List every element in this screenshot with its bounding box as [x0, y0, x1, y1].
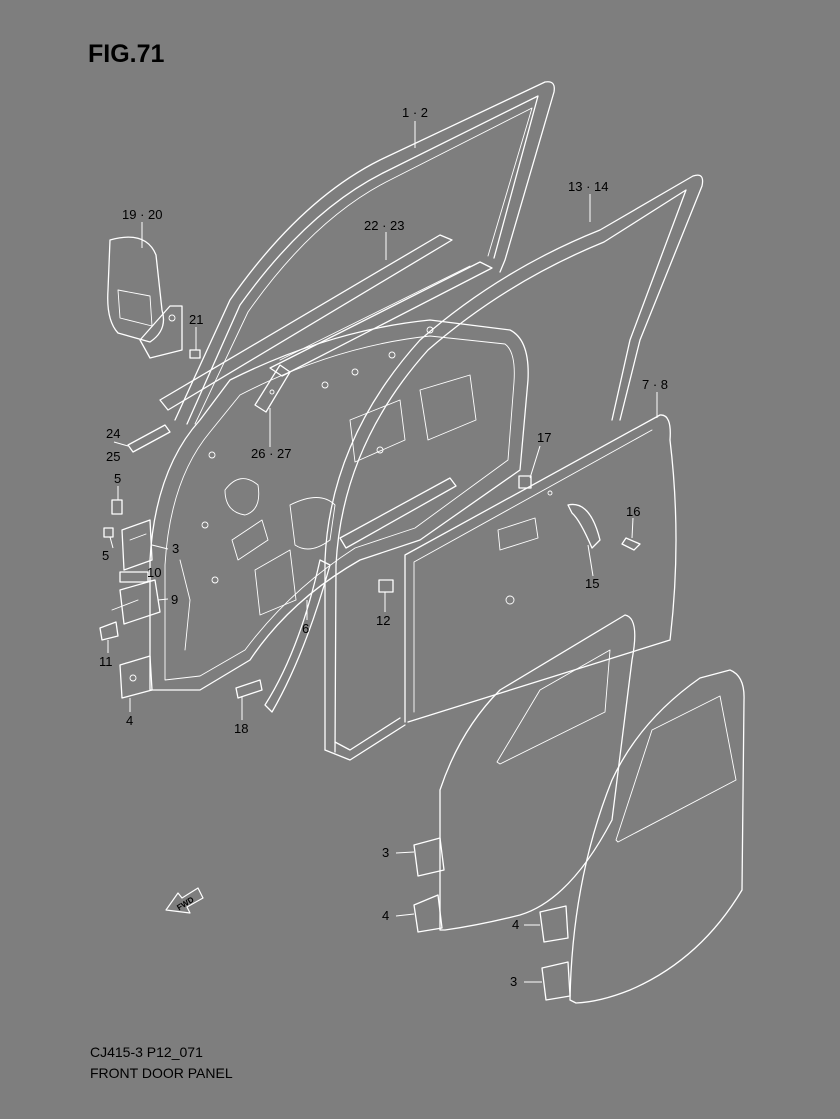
- callout-13-14: 13 · 14: [568, 179, 608, 194]
- callout-9: 9: [171, 592, 178, 607]
- callout-26-27: 26 · 27: [251, 446, 291, 461]
- callout-labels: 1 · 2 13 · 14 19 · 20 22 · 23 21 7 · 8 2…: [99, 105, 668, 989]
- diagram-caption: FRONT DOOR PANEL: [90, 1065, 233, 1081]
- callout-1-2: 1 · 2: [402, 105, 428, 120]
- callout-10: 10: [147, 565, 161, 580]
- bracket-26-27-drawing: [254, 364, 291, 413]
- callout-3b: 3: [382, 845, 389, 860]
- door-moulding-drawing: [339, 477, 457, 549]
- fwd-arrow-icon: FWD: [165, 887, 204, 914]
- callout-5b: 5: [102, 548, 109, 563]
- callout-16: 16: [626, 504, 640, 519]
- callout-19-20: 19 · 20: [122, 207, 162, 222]
- callout-3a: 3: [172, 541, 179, 556]
- outer-door-panel-front-drawing: [439, 614, 636, 931]
- door-weatherstrip-drawing: [174, 81, 555, 425]
- callout-15: 15: [585, 576, 599, 591]
- diagram-code: CJ415-3 P12_071: [90, 1044, 203, 1060]
- door-outer-weatherstrip-drawing: [324, 174, 704, 761]
- callout-11: 11: [99, 654, 113, 669]
- callout-4a: 4: [126, 713, 133, 728]
- callout-24: 24: [106, 426, 120, 441]
- hinge-assembly-left-drawing: [99, 499, 161, 699]
- callout-3c: 3: [510, 974, 517, 989]
- clip-17-drawing: [518, 475, 532, 489]
- hinge-4c-drawing: [539, 905, 569, 943]
- bolt-21-drawing: [189, 349, 201, 359]
- part-18-drawing: [235, 679, 263, 699]
- belt-molding-drawing: [159, 234, 493, 411]
- callout-5a: 5: [114, 471, 121, 486]
- hinge-3b-drawing: [413, 837, 445, 877]
- callout-18: 18: [234, 721, 248, 736]
- callout-22-23: 22 · 23: [364, 218, 404, 233]
- callout-12: 12: [376, 613, 390, 628]
- callout-4c: 4: [512, 917, 519, 932]
- figure-title: FIG.71: [88, 40, 165, 68]
- screw-16-drawing: [621, 537, 641, 551]
- outer-door-panel-rear-drawing: [569, 669, 745, 1004]
- seal-24-25-drawing: [127, 424, 171, 453]
- callout-7-8: 7 · 8: [642, 377, 668, 392]
- leader-lines: [107, 121, 658, 983]
- callout-4b: 4: [382, 908, 389, 923]
- inner-door-panel-drawing: [149, 319, 529, 691]
- callout-6: 6: [302, 621, 309, 636]
- door-trim-panel-drawing: [404, 414, 677, 723]
- clip-12-drawing: [378, 579, 394, 593]
- callout-21: 21: [189, 312, 203, 327]
- callout-17: 17: [537, 430, 551, 445]
- side-mirror-drawing: [107, 236, 183, 359]
- hinge-4b-drawing: [413, 894, 443, 933]
- callout-25: 25: [106, 449, 120, 464]
- hinge-3c-drawing: [541, 961, 571, 1001]
- weatherstrip-6-drawing: [264, 559, 331, 713]
- pull-handle-15-drawing: [567, 503, 601, 549]
